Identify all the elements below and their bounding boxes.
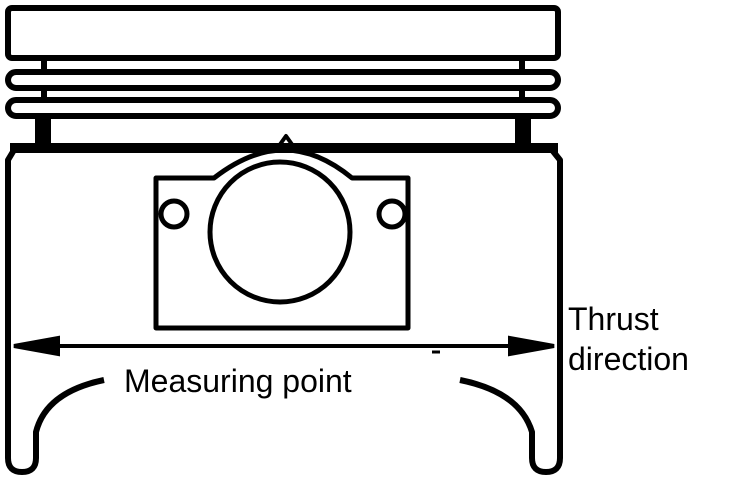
piston-pin-boss xyxy=(153,147,411,331)
arrowhead-right xyxy=(508,335,555,357)
thrust-direction-label-line1: Thrust xyxy=(568,301,659,337)
piston-ring-2 xyxy=(5,97,561,119)
measuring-point-label: Measuring point xyxy=(124,363,352,399)
piston-crown xyxy=(5,5,561,147)
pin-boss-window xyxy=(153,147,411,331)
measurement-line xyxy=(13,335,555,357)
piston-skirt-outline xyxy=(5,147,563,475)
thrust-direction-label-line2: direction xyxy=(568,341,689,377)
arrowhead-left xyxy=(13,335,60,357)
pin-lock-hole-left xyxy=(158,198,190,230)
piston-top-land xyxy=(5,5,561,61)
piston-ring-1 xyxy=(5,69,561,91)
piston-pin-bore xyxy=(207,159,353,305)
pin-lock-hole-right xyxy=(376,198,408,230)
